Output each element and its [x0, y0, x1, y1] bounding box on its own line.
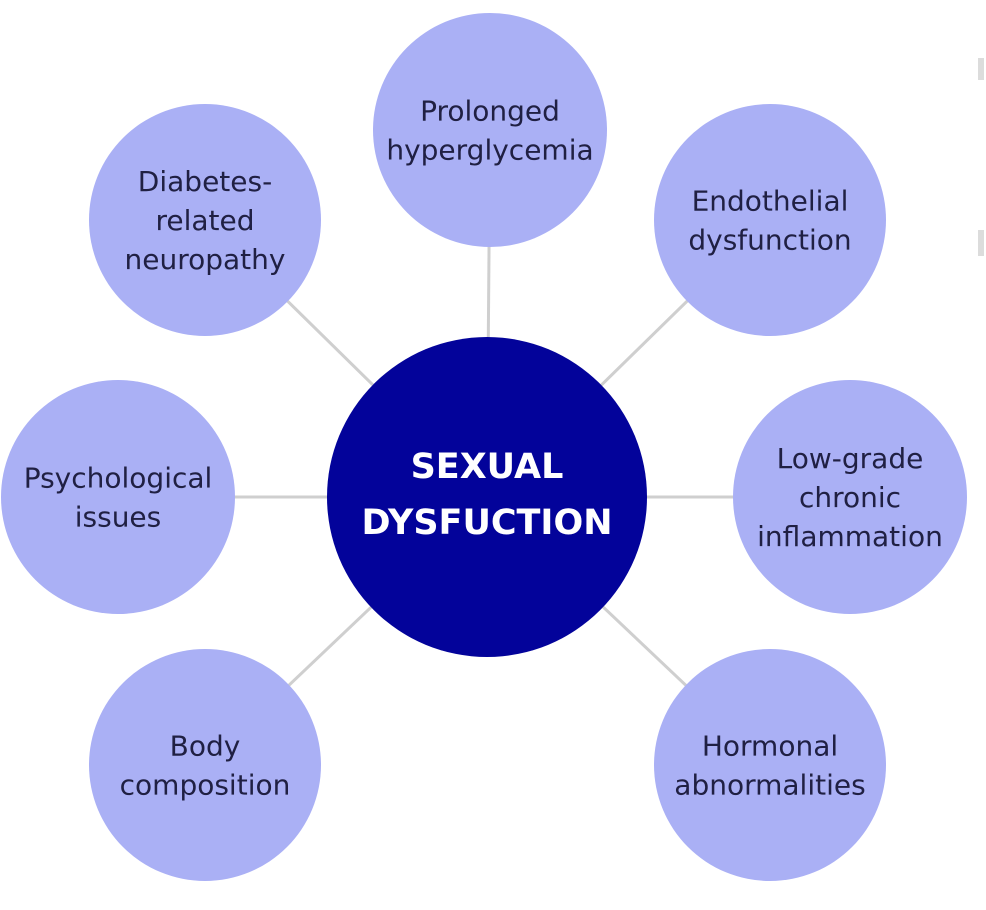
node-endothelial-dysfunction: Endothelial dysfunction [654, 104, 886, 336]
node-psychological-issues: Psychological issues [1, 380, 235, 614]
node-label-line: issues [75, 501, 162, 534]
node-circle [89, 104, 321, 336]
node-label-line: Hormonal [702, 730, 838, 763]
node-circle [1, 380, 235, 614]
node-label-line: Body [170, 730, 241, 763]
edge-mark [978, 230, 984, 256]
node-label-line: abnormalities [674, 769, 865, 802]
node-label-line: hyperglycemia [386, 134, 593, 167]
node-label-line: Psychological [24, 462, 213, 495]
node-circle [733, 380, 967, 614]
node-low-grade-chronic-inflammation: Low-grade chronic inflammation [733, 380, 967, 614]
node-label-line: composition [120, 769, 291, 802]
node-label-line: Endothelial [692, 185, 849, 218]
center-label-line: SEXUAL [411, 447, 564, 487]
node-diabetes-related-neuropathy: Diabetes-related neuropathy [89, 104, 321, 336]
node-circle [654, 104, 886, 336]
node-hormonal-abnormalities: Hormonal abnormalities [654, 649, 886, 881]
node-circle [89, 649, 321, 881]
center-circle [327, 337, 647, 657]
node-label-line: Prolonged [420, 95, 560, 128]
node-label-line: Diabetes- [138, 165, 272, 198]
node-label-line: neuropathy [125, 243, 286, 276]
node-circle [654, 649, 886, 881]
node-label-line: Low-grade [777, 442, 924, 475]
center-label-line: DYSFUCTION [361, 503, 612, 543]
node-prolonged-hyperglycemia: Prolonged hyperglycemia [373, 13, 607, 247]
node-label-line: inflammation [757, 520, 943, 553]
node-label-line: related [155, 204, 254, 237]
center-node: SEXUAL DYSFUCTION [327, 337, 647, 657]
edge-mark [978, 58, 984, 80]
node-body-composition: Body composition [89, 649, 321, 881]
node-label-line: dysfunction [688, 224, 851, 257]
node-label-line: chronic [799, 481, 901, 514]
node-circle [373, 13, 607, 247]
